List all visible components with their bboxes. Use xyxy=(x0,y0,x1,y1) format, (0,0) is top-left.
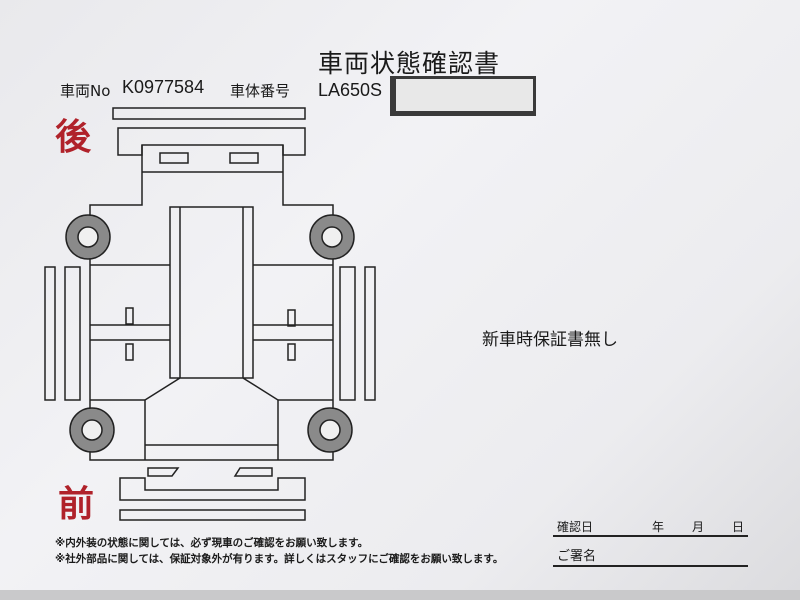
side-skirt-left-outer xyxy=(44,266,56,401)
door-handle xyxy=(287,343,296,361)
side-skirt-right-inner xyxy=(339,266,356,401)
vehicle-no-label: 車両No xyxy=(60,82,111,100)
date-underline xyxy=(553,535,748,537)
year-label: 年 xyxy=(652,520,665,534)
door-handle xyxy=(125,343,134,361)
wheel-hub xyxy=(321,226,343,248)
rear-light-left xyxy=(159,152,189,164)
warranty-note: 新車時保証書無し xyxy=(482,330,618,350)
confirm-date-field: 確認日 年 月 日 xyxy=(557,518,747,535)
rear-bumper xyxy=(117,127,306,156)
roof xyxy=(144,206,279,460)
front-label: 前 xyxy=(58,483,95,525)
rear-light-right xyxy=(229,152,259,164)
vehicle-no: K0977584 xyxy=(122,77,205,97)
side-skirt-right-outer xyxy=(364,266,376,401)
front-lip xyxy=(119,509,306,521)
signature-underline xyxy=(553,565,748,567)
month-label: 月 xyxy=(692,520,705,534)
door-handle xyxy=(287,309,296,327)
signature-label: ご署名 xyxy=(557,549,597,564)
wheel-hub xyxy=(319,419,341,441)
chassis-no-label: 車体番号 xyxy=(230,82,291,100)
door-handle xyxy=(125,307,134,325)
note-line: ※社外部品に関しては、保証対象外が有ります。詳しくはスタッフにご確認をお願い致し… xyxy=(55,553,504,565)
document-title: 車両状態確認書 xyxy=(318,49,501,78)
note-line: ※内外装の状態に関しては、必ず現車のご確認をお願い致します。 xyxy=(55,537,369,549)
redaction-sticker xyxy=(390,76,536,116)
side-skirt-left-inner xyxy=(64,266,81,401)
rear-spoiler xyxy=(112,107,306,120)
wheel-hub xyxy=(81,419,103,441)
front-bumper xyxy=(119,477,306,501)
headlight-right xyxy=(233,467,273,477)
confirm-date-label: 確認日 xyxy=(557,520,594,534)
headlight-left xyxy=(147,467,180,477)
day-label: 日 xyxy=(732,520,745,534)
wheel-hub xyxy=(77,226,99,248)
chassis-no: LA650S xyxy=(318,80,383,100)
body-outline xyxy=(89,145,334,461)
rear-label: 後 xyxy=(55,116,92,158)
